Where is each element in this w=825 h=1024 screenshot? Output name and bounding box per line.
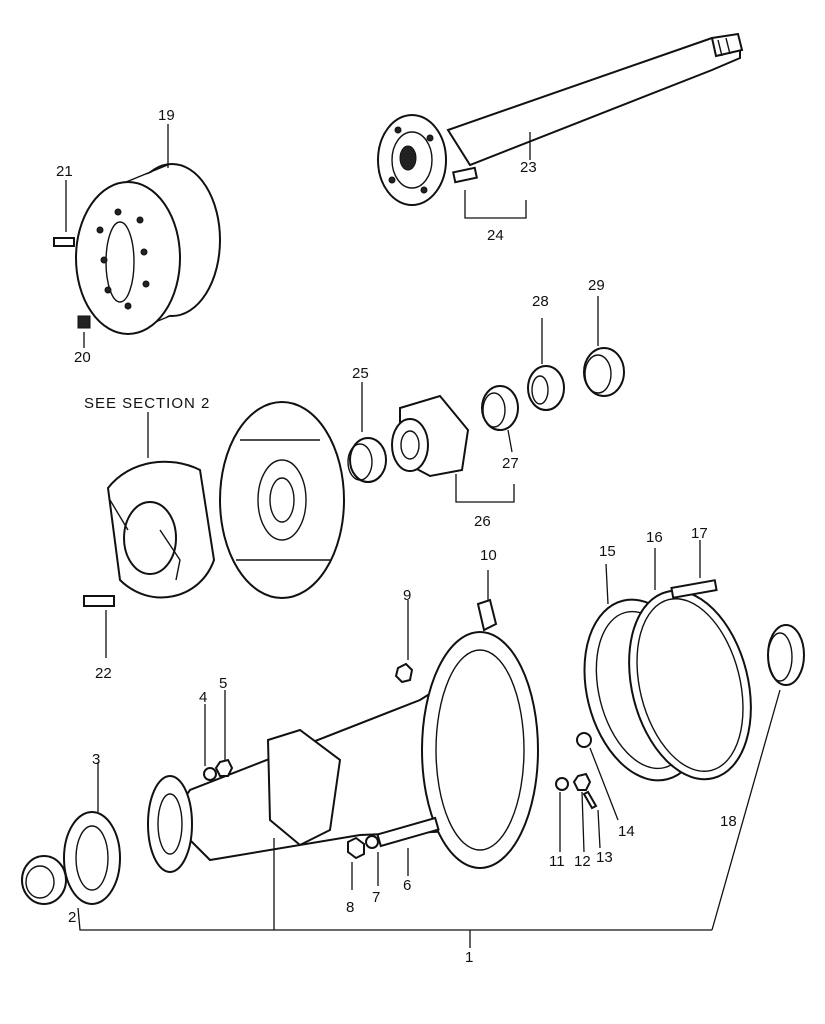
stud-6 [376,816,440,848]
nut-20 [77,315,91,329]
callout-7: 7 [372,889,380,906]
bolt-22 [83,595,115,607]
callout-13: 13 [596,849,613,866]
callout-29: 29 [588,277,605,294]
callout-21: 21 [56,163,73,180]
brake-shoe-assembly [106,460,216,599]
bearing-cup-29 [583,347,625,397]
see-section-note: SEE SECTION 2 [84,395,210,412]
washer-7 [365,835,379,849]
callout-26: 26 [474,513,491,530]
callout-20: 20 [74,349,91,366]
callout-11: 11 [549,853,565,870]
seal-2 [21,855,67,905]
brake-drum [75,163,221,335]
callout-5: 5 [219,675,227,692]
callout-16: 16 [646,529,663,546]
axle-housing [147,631,539,873]
washer-14 [576,732,592,748]
callout-12: 12 [574,853,591,870]
washer-11 [555,777,569,791]
callout-23: 23 [520,159,537,176]
callout-1: 1 [465,949,473,966]
pin-13 [582,790,598,810]
bearing-cup-27 [481,385,519,431]
lock-10 [476,598,498,632]
ring-16 [628,589,752,781]
hub-26 [391,394,470,478]
callout-27: 27 [502,455,519,472]
bearing-cup-25 [347,437,387,483]
callout-18: 18 [720,813,737,830]
callout-2: 2 [68,909,76,926]
bearing-cone-28 [527,365,565,411]
callout-22: 22 [95,665,112,682]
plate-3 [63,811,121,905]
callout-14: 14 [618,823,635,840]
callouts: 1 2 3 4 5 6 7 8 9 10 11 12 13 14 15 16 1… [56,107,737,966]
callout-25: 25 [352,365,369,382]
nut-9 [394,662,414,684]
bolt-17 [670,579,718,599]
seal-18 [767,624,805,686]
callout-3: 3 [92,751,100,768]
washer-4 [203,767,217,781]
nut-12 [572,772,592,791]
axle-shaft [377,32,744,206]
callout-15: 15 [599,543,616,560]
callout-9: 9 [403,587,411,604]
callout-17: 17 [691,525,708,542]
nut-8 [347,836,365,860]
callout-6: 6 [403,877,411,894]
callout-28: 28 [532,293,549,310]
callout-19: 19 [158,107,175,124]
callout-10: 10 [480,547,497,564]
nut-5 [214,758,234,777]
callout-24: 24 [487,227,504,244]
callout-4: 4 [199,689,207,706]
callout-8: 8 [346,899,354,916]
leader-lines [65,124,781,948]
stud-21 [53,237,75,247]
backing-plate [219,401,345,599]
